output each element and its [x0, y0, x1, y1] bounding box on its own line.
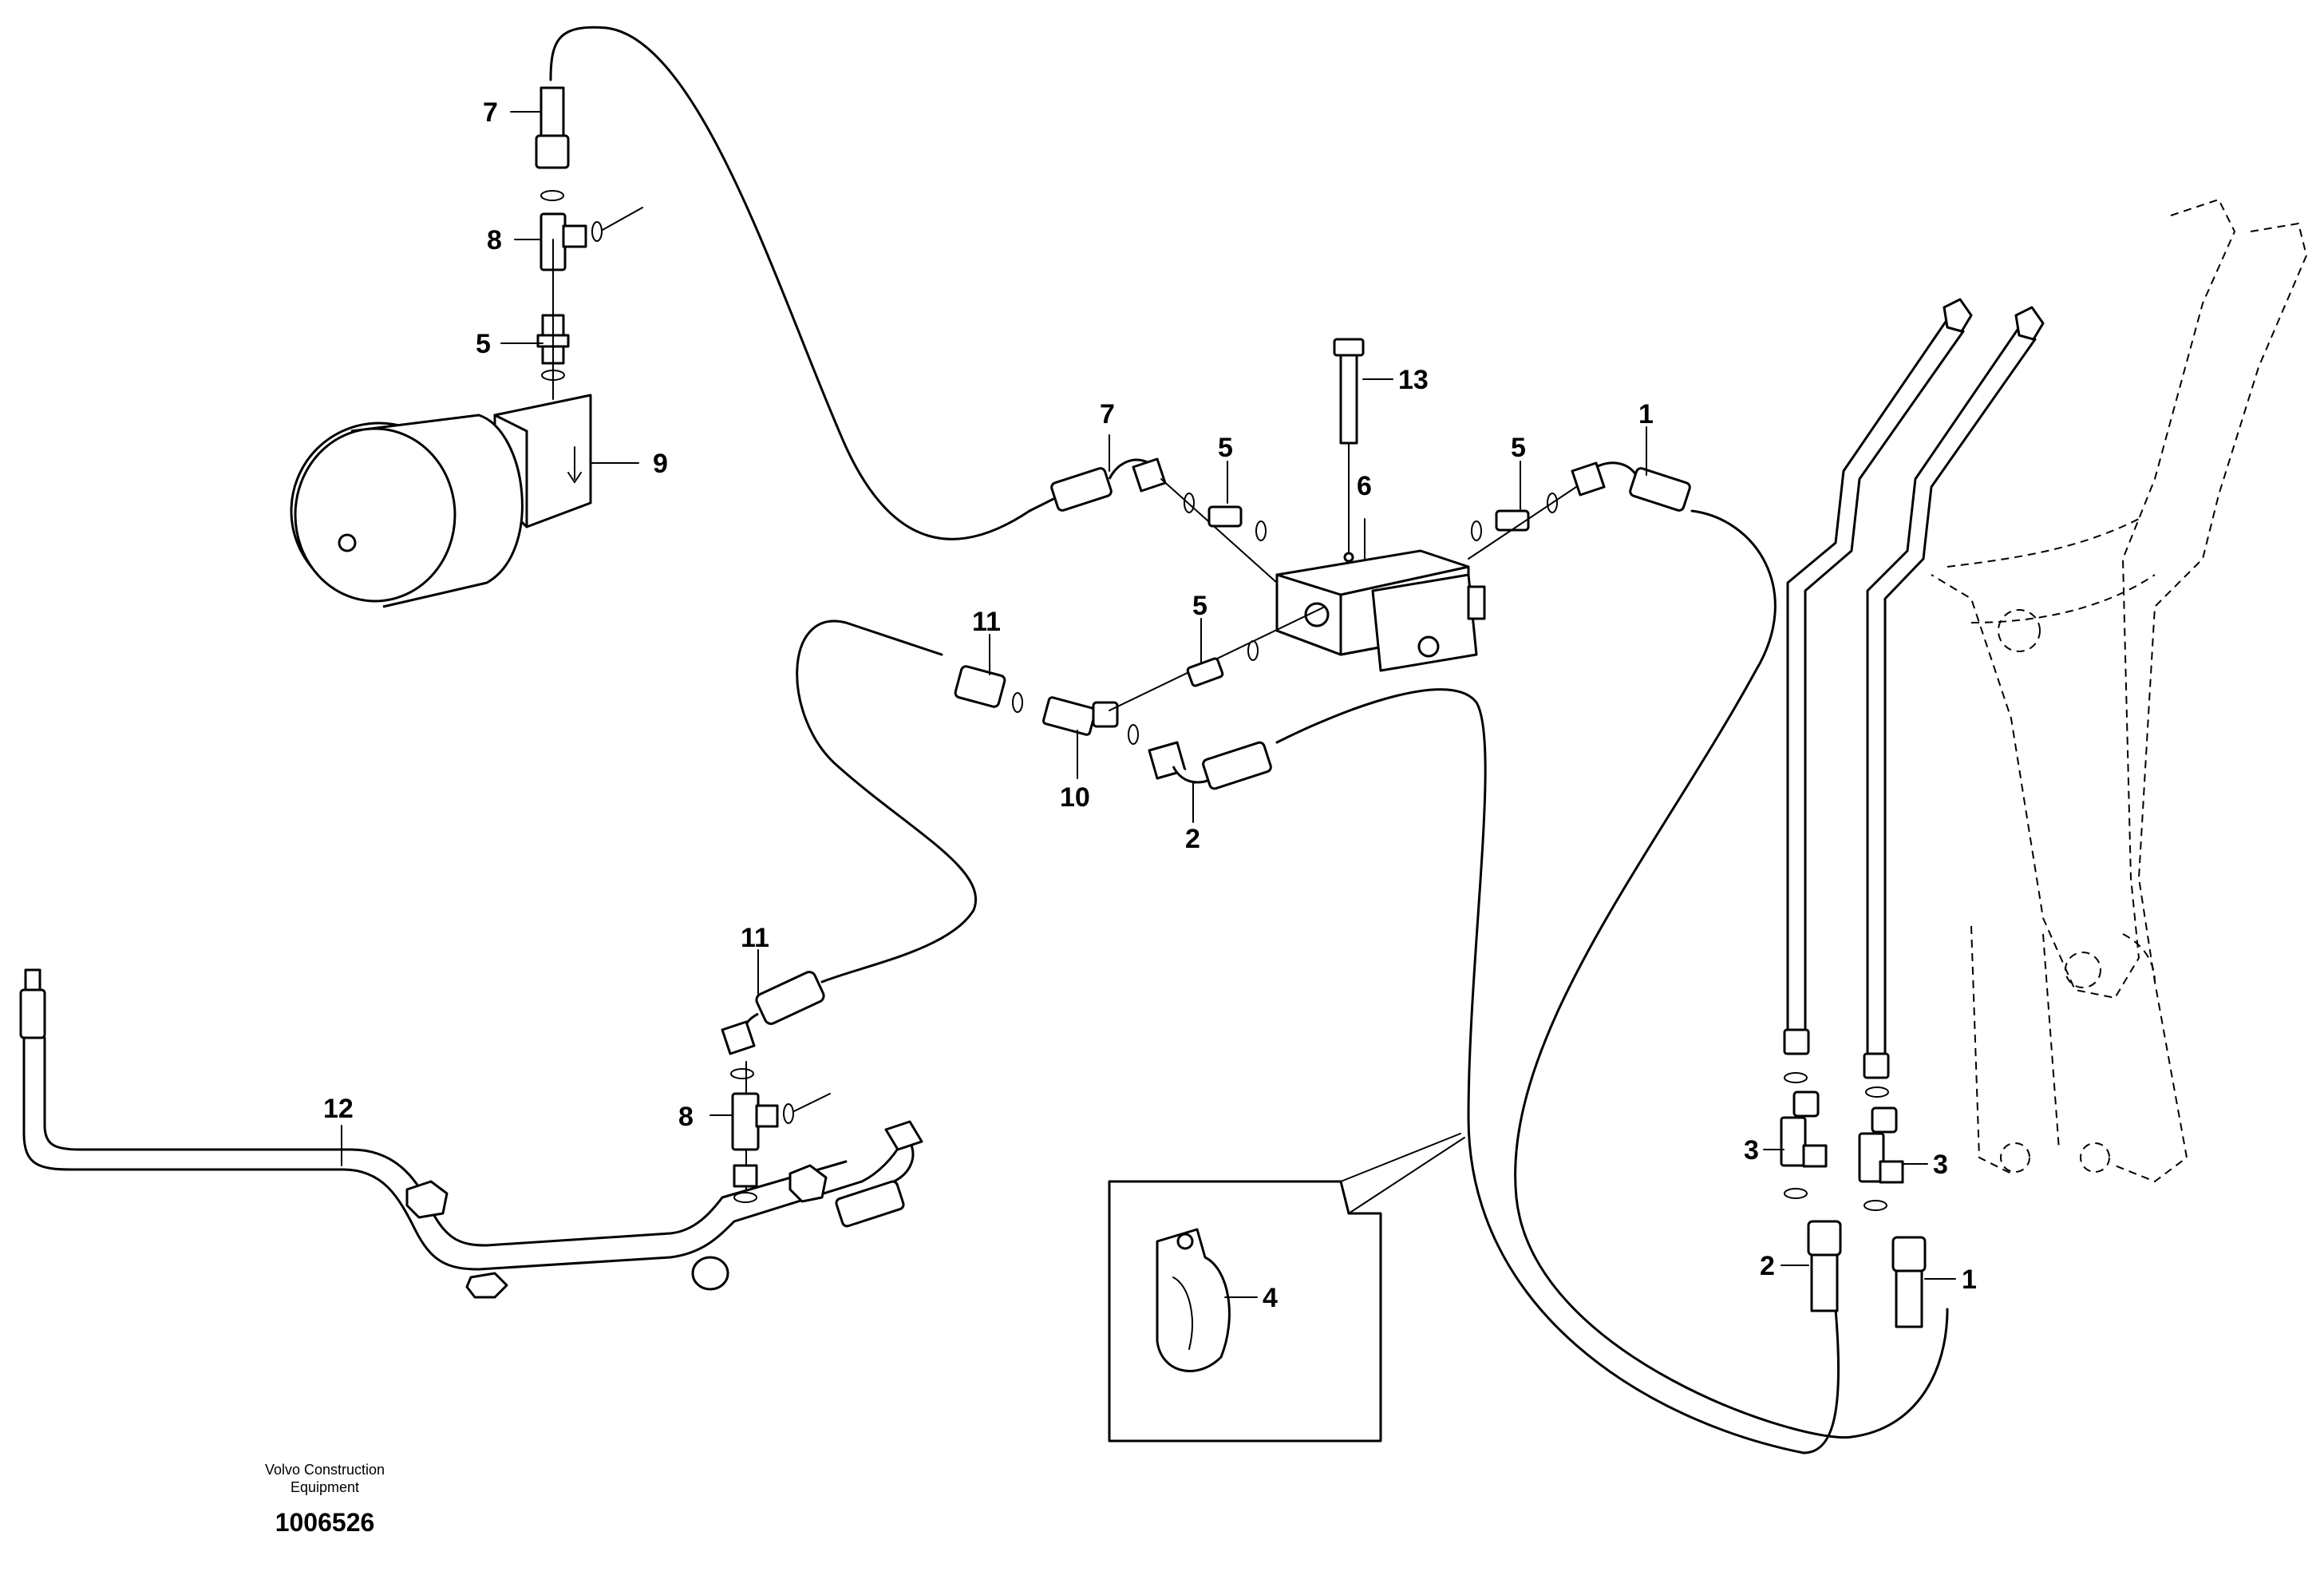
callout-9: 9	[653, 449, 668, 479]
company-name-line1: Volvo Construction	[265, 1462, 385, 1478]
leader-lines	[341, 111, 1956, 1298]
callout-7-top: 7	[483, 97, 498, 128]
callout-13: 13	[1398, 365, 1429, 395]
pipe-12-assembly	[19, 968, 923, 1299]
footer-block: Volvo Construction Equipment 1006526	[265, 1462, 385, 1537]
callout-2-valve: 2	[1185, 824, 1200, 854]
drawing-number: 1006526	[275, 1508, 375, 1537]
hose-1-loop	[1514, 509, 1949, 1439]
callout-labels: 7 8 5 9 13 7 5 6 5 1 11 5 10 2 11 12 8 4…	[323, 97, 1977, 1313]
callout-1-right: 1	[1962, 1265, 1977, 1295]
right-pipes-assembly	[1780, 298, 2045, 1328]
callout-5-top: 5	[476, 329, 491, 359]
valve-top-fittings	[1050, 457, 1691, 584]
callout-3-right: 3	[1933, 1150, 1948, 1180]
callout-5-valve-right: 5	[1511, 433, 1526, 463]
callout-2-right: 2	[1760, 1251, 1775, 1281]
accumulator-assembly	[290, 86, 643, 608]
hose-2-loop	[1275, 688, 1840, 1454]
callout-8-lower: 8	[678, 1102, 694, 1132]
callout-5-valve-lower: 5	[1192, 591, 1207, 621]
valve-block-6	[1275, 338, 1486, 672]
callout-12: 12	[323, 1094, 354, 1124]
callout-10: 10	[1060, 782, 1090, 813]
callout-4: 4	[1263, 1283, 1278, 1313]
clamp-detail-box	[1108, 1133, 1465, 1443]
callout-3-left: 3	[1744, 1135, 1759, 1166]
boom-arm-outline	[1931, 198, 2308, 1183]
lower-fittings-8-11	[721, 971, 831, 1203]
callout-8-top: 8	[487, 225, 502, 255]
callout-11-valve: 11	[972, 607, 1001, 637]
hose-11-loop	[796, 619, 977, 984]
callout-1-valve: 1	[1638, 399, 1654, 429]
hose-top-arc	[549, 26, 1031, 540]
callout-6: 6	[1357, 471, 1372, 501]
callout-11-lower: 11	[741, 923, 769, 953]
company-name-line2: Equipment	[290, 1479, 359, 1495]
callout-5-valve-left: 5	[1218, 433, 1233, 463]
valve-lower-fittings	[954, 606, 1326, 790]
callout-7-valve: 7	[1100, 399, 1115, 429]
